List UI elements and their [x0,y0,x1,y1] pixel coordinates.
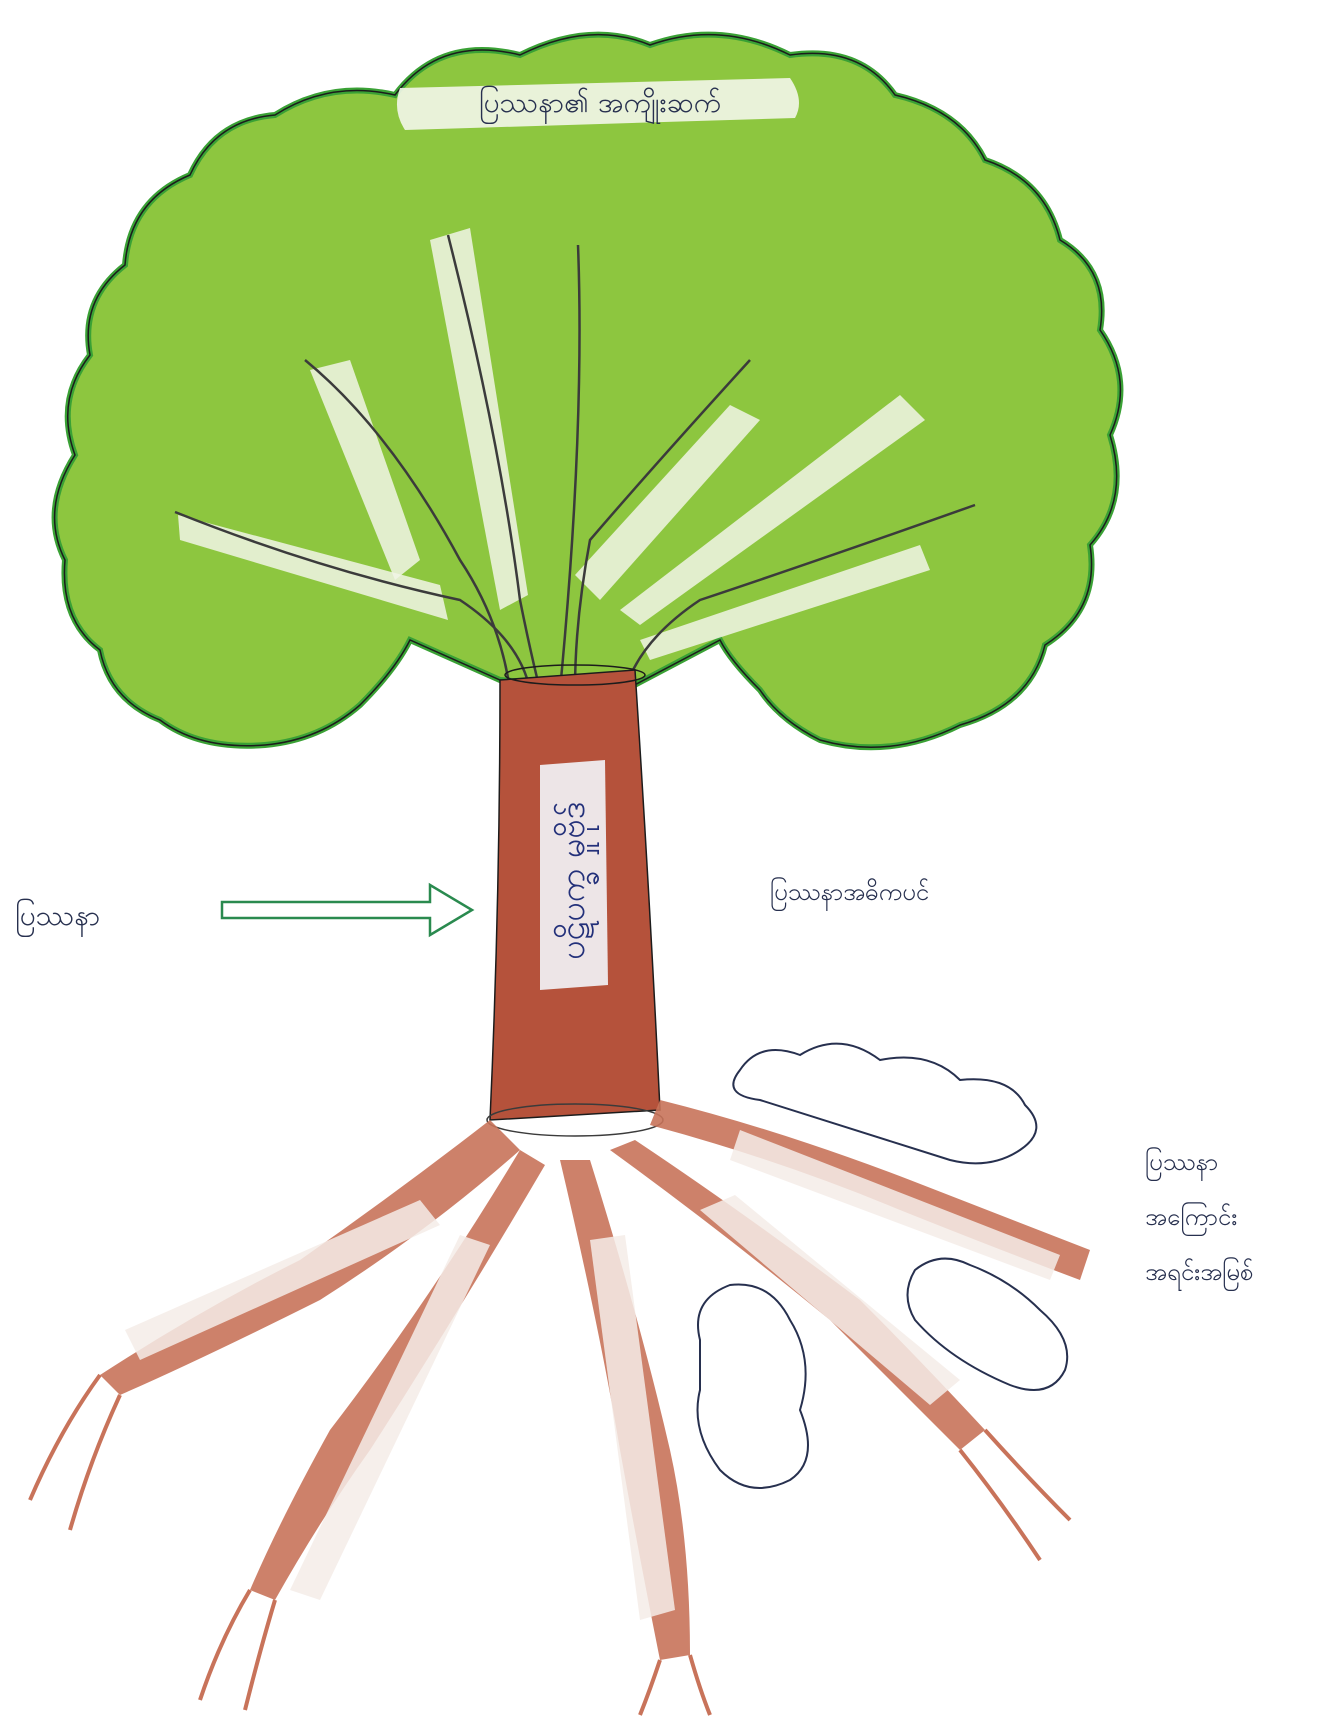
cause-label-1 [125,1200,440,1360]
causes-label-line-3: အရင်းအမြစ် [1145,1256,1254,1291]
cloud-bubble-2 [698,1284,809,1488]
causes-label-line-2: အကြောင်း [1145,1201,1237,1236]
causes-label: ပြဿနာ အကြောင်း အရင်းအမြစ် [1145,1146,1254,1291]
arrow-right-icon [222,885,472,935]
core-problem-label: ပြဿနာအဓိကပင် [770,876,929,911]
trunk: ပဋိပက္ခ မှုဗိုဒ် [487,665,663,1136]
trunk-label: ပဋိပက္ခ မှုဗိုဒ် [553,802,599,960]
cloud-icon [698,1044,1068,1488]
problem-pointer: ပြဿနာ ပြဿနာအဓိကပင် [15,876,929,938]
causes-label-line-1: ပြဿနာ [1145,1146,1218,1181]
consequences-title: ပြဿနာ၏ အကျိုးဆက် [479,84,722,125]
problem-label: ပြဿနာ [15,897,100,938]
canopy [55,35,1121,748]
roots [30,1100,1090,1715]
